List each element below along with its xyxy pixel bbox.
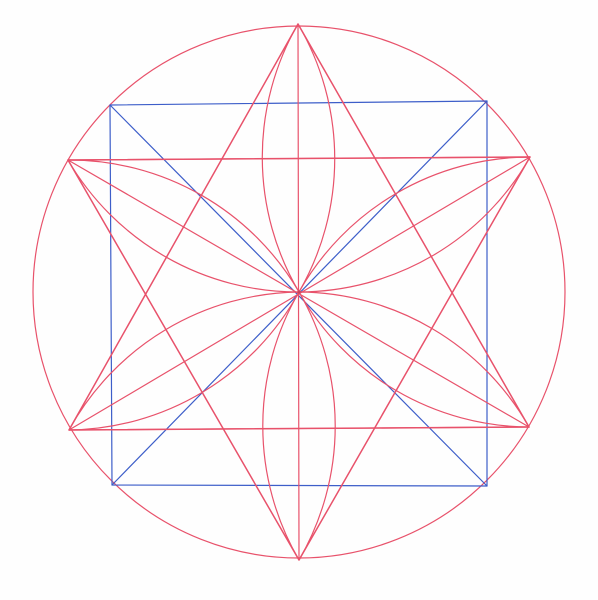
petal-bottom — [262, 291, 336, 561]
star-edge-top — [67, 156, 531, 161]
center-point — [297, 290, 301, 294]
